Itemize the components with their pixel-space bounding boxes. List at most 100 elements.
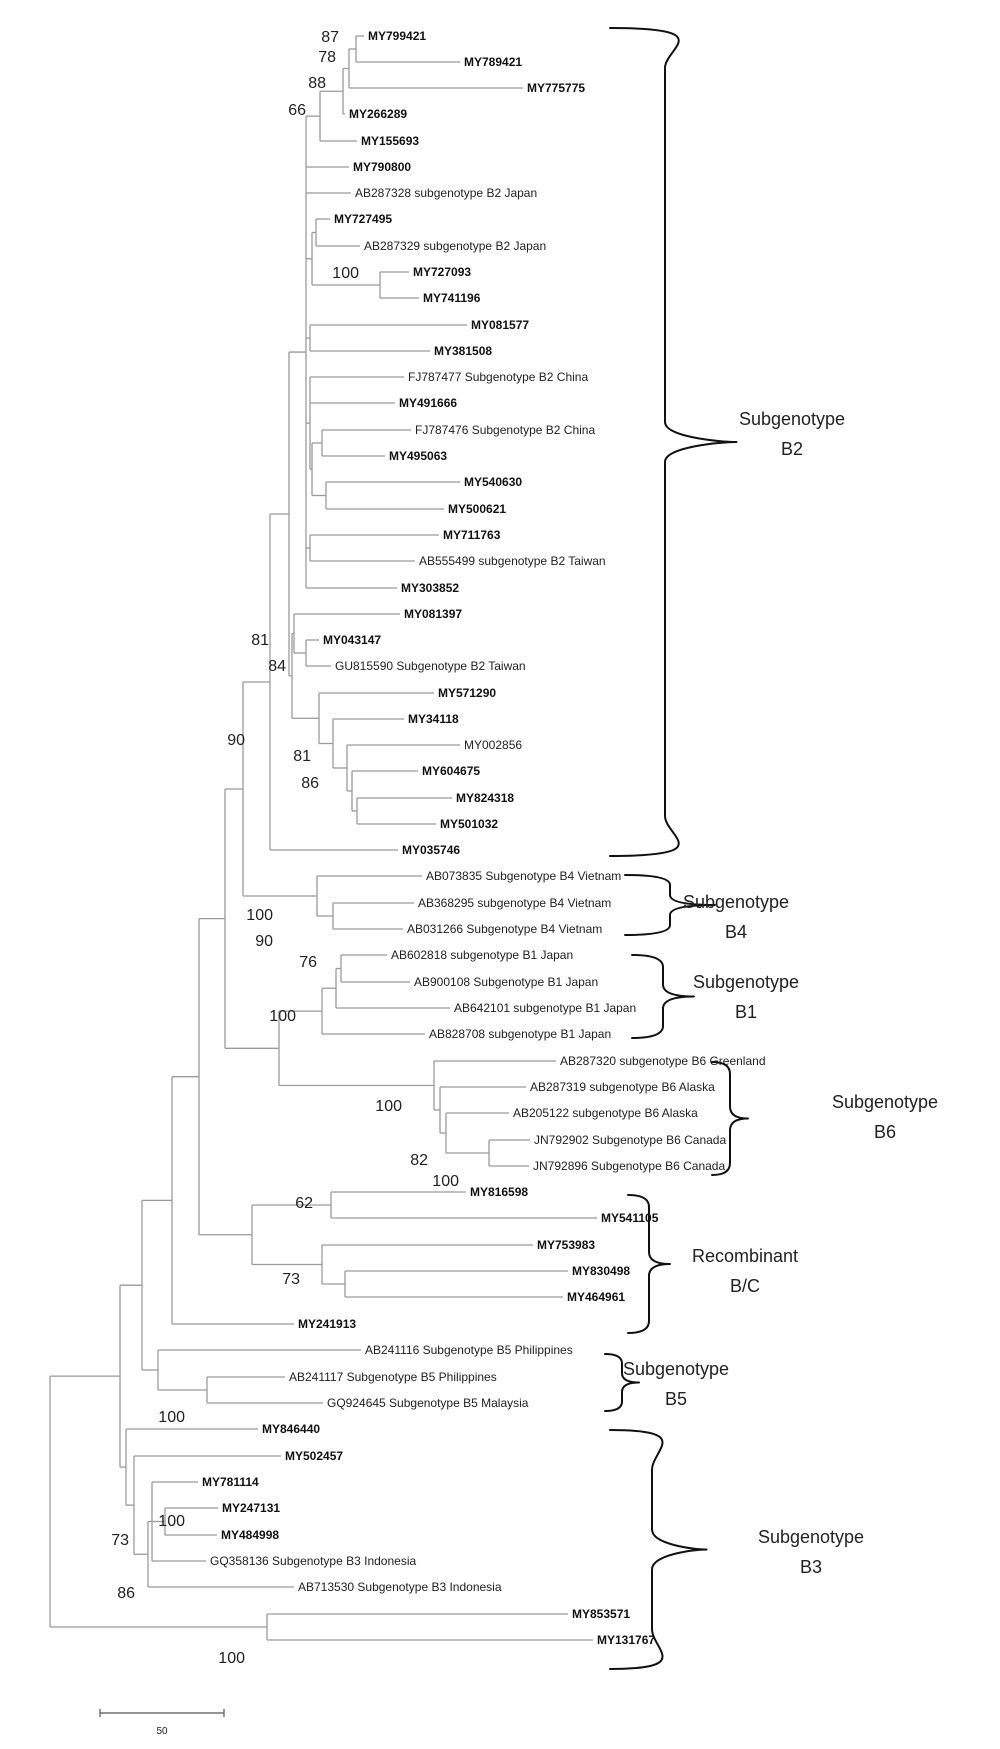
bootstrap-value: 100 bbox=[332, 265, 359, 282]
bracket-recombinant bbox=[627, 1194, 671, 1334]
tip-label: AB241116 Subgenotype B5 Philippines bbox=[365, 1343, 573, 1357]
bootstrap-value: 86 bbox=[301, 775, 319, 792]
bootstrap-value: 100 bbox=[158, 1513, 185, 1530]
tip-label: MY381508 bbox=[434, 344, 492, 358]
scale-bar: 50 bbox=[99, 1709, 225, 1737]
tip-label: MY604675 bbox=[422, 764, 480, 778]
bootstrap-value: 86 bbox=[117, 1585, 135, 1602]
tip-label: MY131767 bbox=[597, 1633, 655, 1647]
tip-label: MY727495 bbox=[334, 212, 392, 226]
tip-label: MY043147 bbox=[323, 633, 381, 647]
bootstrap-value: 88 bbox=[308, 75, 326, 92]
tip-label: MY846440 bbox=[262, 1422, 320, 1436]
tip-label: MY816598 bbox=[470, 1185, 528, 1199]
bootstrap-value: 62 bbox=[295, 1195, 313, 1212]
tip-label: MY789421 bbox=[464, 55, 522, 69]
tip-label: GQ924645 Subgenotype B5 Malaysia bbox=[327, 1396, 529, 1410]
bootstrap-value: 82 bbox=[410, 1152, 428, 1169]
group-label-code: B2 bbox=[781, 439, 803, 459]
scale-bar-label: 50 bbox=[156, 1726, 168, 1737]
tip-label: JN792896 Subgenotype B6 Canada bbox=[533, 1159, 725, 1173]
tip-label: AB287328 subgenotype B2 Japan bbox=[355, 186, 537, 200]
tip-label: MY824318 bbox=[456, 791, 514, 805]
tip-label: AB713530 Subgenotype B3 Indonesia bbox=[298, 1580, 502, 1594]
group-label-name: Subgenotype bbox=[623, 1359, 729, 1379]
tip-label: MY741196 bbox=[423, 291, 481, 305]
tip-label: MY035746 bbox=[402, 843, 460, 857]
tip-label: AB828708 subgenotype B1 Japan bbox=[429, 1027, 611, 1041]
group-label-code: B6 bbox=[874, 1122, 896, 1142]
group-label-code: B3 bbox=[800, 1557, 822, 1577]
bootstrap-value: 81 bbox=[293, 748, 311, 765]
group-label-name: Recombinant bbox=[692, 1246, 798, 1266]
tip-label: MY540630 bbox=[464, 475, 522, 489]
tip-label: MY541105 bbox=[601, 1211, 659, 1225]
bootstrap-value: 90 bbox=[227, 732, 245, 749]
tip-label: AB241117 Subgenotype B5 Philippines bbox=[289, 1370, 497, 1384]
tip-label: MY002856 bbox=[464, 738, 522, 752]
bootstrap-value: 100 bbox=[158, 1409, 185, 1426]
tip-label: MY853571 bbox=[572, 1607, 630, 1621]
tip-label: MY464961 bbox=[567, 1290, 625, 1304]
tip-label: AB287329 subgenotype B2 Japan bbox=[364, 239, 546, 253]
tip-labels: MY799421MY789421MY775775MY266289MY155693… bbox=[202, 29, 766, 1647]
group-label-name: Subgenotype bbox=[739, 409, 845, 429]
bootstrap-value: 90 bbox=[255, 933, 273, 950]
group-label-name: Subgenotype bbox=[758, 1527, 864, 1547]
bootstrap-value: 73 bbox=[111, 1532, 129, 1549]
bootstrap-value: 73 bbox=[282, 1271, 300, 1288]
tip-label: MY491666 bbox=[399, 396, 457, 410]
tip-label: MY775775 bbox=[527, 81, 585, 95]
tip-label: GU815590 Subgenotype B2 Taiwan bbox=[335, 659, 526, 673]
tip-label: MY155693 bbox=[361, 134, 419, 148]
tip-label: AB555499 subgenotype B2 Taiwan bbox=[419, 554, 606, 568]
bootstrap-value: 100 bbox=[269, 1008, 296, 1025]
group-brackets bbox=[604, 27, 749, 1670]
tip-label: MY799421 bbox=[368, 29, 426, 43]
tip-label: MY711763 bbox=[443, 528, 501, 542]
tip-label: MY501032 bbox=[440, 817, 498, 831]
bracket-b5 bbox=[604, 1353, 640, 1412]
tip-label: MY753983 bbox=[537, 1238, 595, 1252]
tip-label: MY495063 bbox=[389, 449, 447, 463]
tip-label: MY500621 bbox=[448, 502, 506, 516]
tip-label: GQ358136 Subgenotype B3 Indonesia bbox=[210, 1554, 416, 1568]
bootstrap-values: 8778886610081849081861009076100100821006… bbox=[111, 29, 459, 1667]
tip-label: AB287319 subgenotype B6 Alaska bbox=[530, 1080, 715, 1094]
tip-label: MY303852 bbox=[401, 581, 459, 595]
tip-label: FJ787477 Subgenotype B2 China bbox=[408, 370, 588, 384]
group-label-name: Subgenotype bbox=[832, 1092, 938, 1112]
tip-label: MY241913 bbox=[298, 1317, 356, 1331]
bootstrap-value: 66 bbox=[288, 102, 306, 119]
tip-label: AB900108 Subgenotype B1 Japan bbox=[414, 975, 598, 989]
tip-label: MY727093 bbox=[413, 265, 471, 279]
tip-label: MY266289 bbox=[349, 107, 407, 121]
bootstrap-value: 78 bbox=[318, 49, 336, 66]
bootstrap-value: 84 bbox=[268, 658, 286, 675]
tip-label: AB073835 Subgenotype B4 Vietnam bbox=[426, 869, 621, 883]
bracket-b3 bbox=[609, 1429, 708, 1670]
group-label-code: B5 bbox=[665, 1389, 687, 1409]
tip-label: MY247131 bbox=[222, 1501, 280, 1515]
bootstrap-value: 87 bbox=[321, 29, 339, 46]
bootstrap-value: 100 bbox=[246, 907, 273, 924]
tip-label: MY790800 bbox=[353, 160, 411, 174]
bracket-b4 bbox=[624, 874, 716, 936]
tip-label: MY081577 bbox=[471, 318, 529, 332]
group-label-code: B1 bbox=[735, 1002, 757, 1022]
tip-label: AB642101 subgenotype B1 Japan bbox=[454, 1001, 636, 1015]
tip-label: MY484998 bbox=[221, 1528, 279, 1542]
bootstrap-value: 100 bbox=[432, 1173, 459, 1190]
bootstrap-value: 76 bbox=[299, 954, 317, 971]
tip-label: MY081397 bbox=[404, 607, 462, 621]
tip-label: AB602818 subgenotype B1 Japan bbox=[391, 948, 573, 962]
bootstrap-value: 100 bbox=[218, 1650, 245, 1667]
tip-label: MY571290 bbox=[438, 686, 496, 700]
tip-label: AB287320 subgenotype B6 Greenland bbox=[560, 1054, 766, 1068]
tip-label: MY502457 bbox=[285, 1449, 343, 1463]
tip-label: FJ787476 Subgenotype B2 China bbox=[415, 423, 595, 437]
group-label-name: Subgenotype bbox=[693, 972, 799, 992]
group-labels: SubgenotypeB2SubgenotypeB4SubgenotypeB1S… bbox=[623, 409, 938, 1577]
bracket-b1 bbox=[631, 954, 695, 1039]
